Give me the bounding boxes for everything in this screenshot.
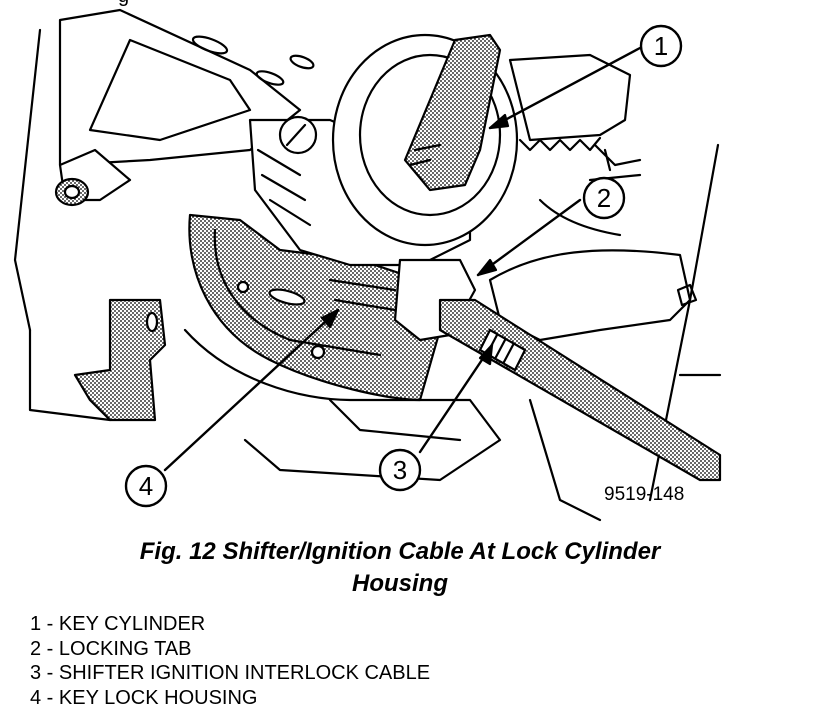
housing-screw	[236, 280, 250, 294]
callout-1-leader	[488, 46, 642, 130]
lower-left-bracket	[73, 298, 167, 422]
figure-part-number: 9519-148	[604, 484, 684, 505]
callout-2-circle	[582, 176, 626, 220]
pivot-hole-inner	[63, 184, 81, 200]
partial-top-text: g	[118, 0, 129, 7]
callout-3-arrowhead	[478, 343, 494, 366]
callout-2-arrowhead	[476, 258, 498, 277]
retaining-clip	[593, 143, 642, 172]
callout-4-leader	[163, 308, 340, 472]
ignition-key-cylinder	[403, 33, 502, 192]
column-shroud	[508, 53, 632, 142]
shroud-teeth	[518, 136, 602, 152]
bracket-slot	[289, 54, 315, 70]
callout-1-circle	[639, 24, 683, 68]
legend-item: 3 - SHIFTER IGNITION INTERLOCK CABLE	[30, 662, 431, 684]
callout-4-number: 4	[139, 471, 153, 501]
callout-4-arrowhead	[320, 308, 340, 329]
housing-inner-edge	[213, 228, 382, 357]
key-lock-housing	[188, 213, 472, 402]
callout-1-number: 1	[654, 31, 668, 61]
bracket-slot	[191, 35, 229, 55]
callout-3-leader	[418, 343, 494, 454]
legend-item: 1 - KEY CYLINDER	[30, 613, 206, 635]
callout-1-arrowhead	[488, 113, 510, 130]
cylinder-side-ribs	[256, 148, 312, 227]
lower-housing	[183, 328, 502, 482]
housing-slot	[268, 288, 306, 306]
callout-2-leader	[476, 198, 582, 277]
callout-3-number: 3	[393, 455, 407, 485]
lock-position-symbol	[278, 115, 318, 155]
callout-2-number: 2	[597, 183, 611, 213]
key-cut	[408, 143, 442, 167]
bracket-inner-plate	[88, 38, 252, 142]
parts-legend: 1 - KEY CYLINDER 2 - LOCKING TAB 3 - SHI…	[30, 612, 430, 710]
column-lower-edge	[28, 328, 112, 422]
callout-3-circle	[378, 448, 422, 492]
shifter-panel	[488, 249, 692, 342]
column-left-edge	[13, 28, 42, 332]
bracket-slot	[255, 70, 285, 86]
callout-4-circle	[124, 464, 168, 508]
panel-stud	[676, 283, 698, 307]
figure-caption-line-2: Housing	[352, 570, 448, 597]
figure-caption-line-1: Fig. 12 Shifter/Ignition Cable At Lock C…	[139, 538, 661, 565]
cable-ferrule	[478, 328, 527, 372]
lower-bracket-hole	[145, 311, 159, 333]
legend-item: 2 - LOCKING TAB	[30, 637, 192, 660]
housing-lower-screw	[310, 344, 326, 360]
shifter-ignition-cable-diagram: g	[13, 0, 722, 522]
legend-item: 4 - KEY LOCK HOUSING	[30, 686, 258, 709]
